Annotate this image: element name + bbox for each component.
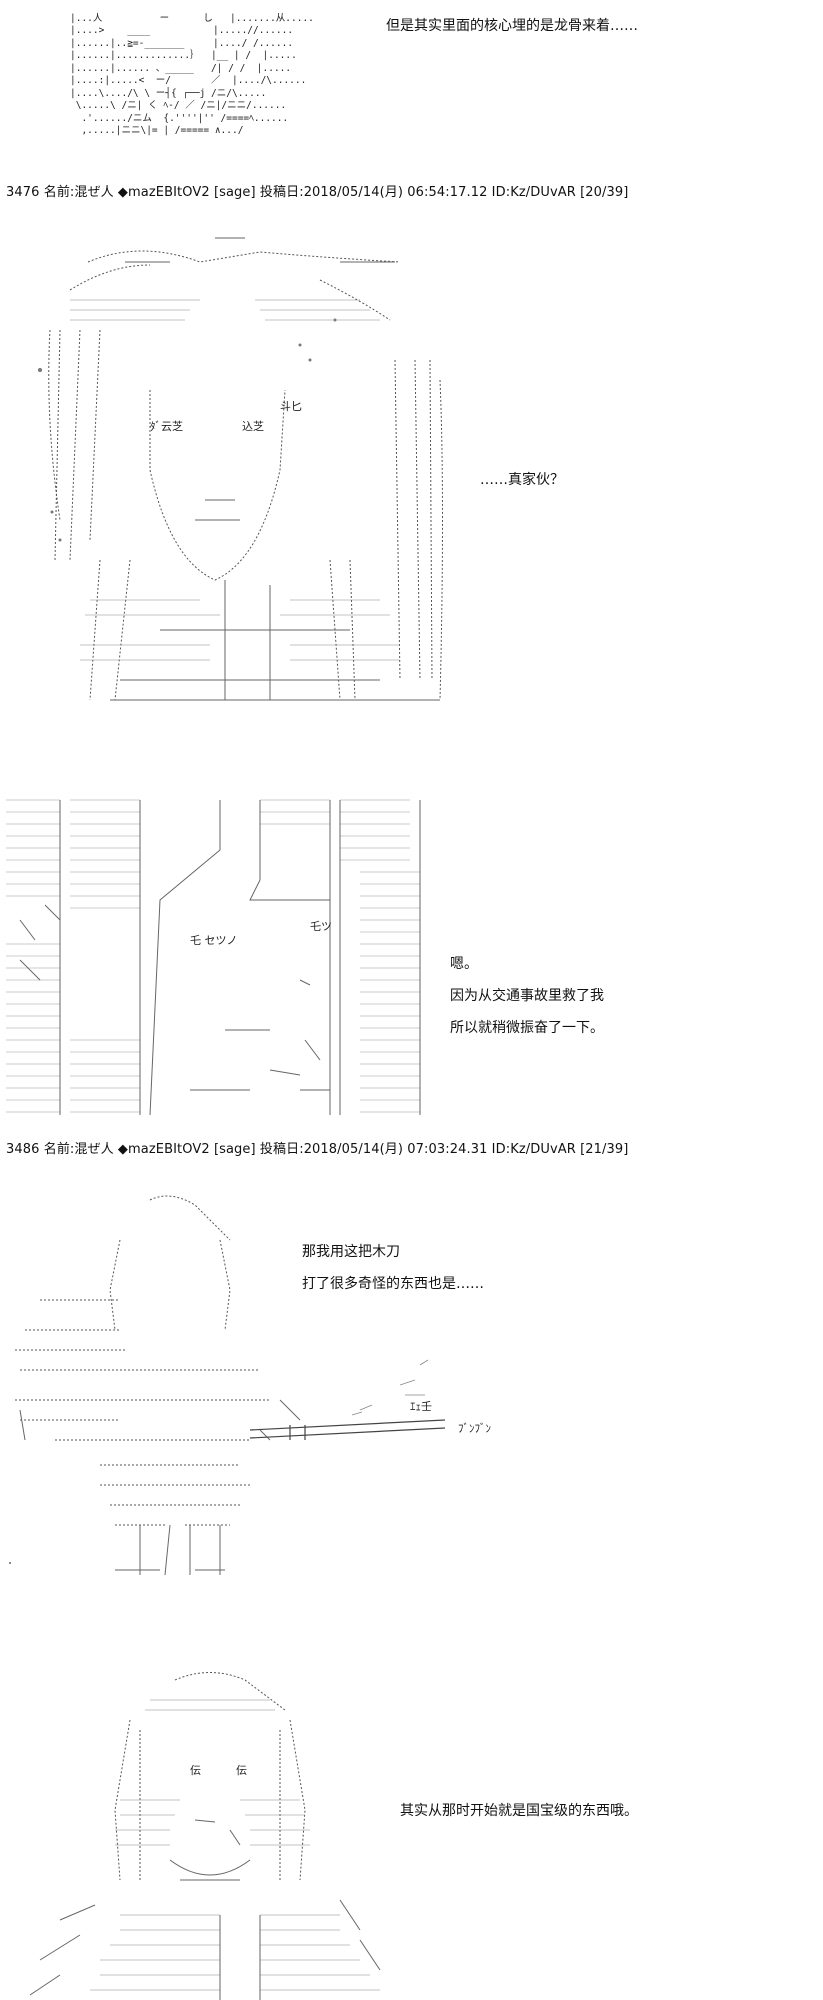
face-tag: ﾀﾞ云芝 xyxy=(150,420,183,433)
dialogue-box-panel-2: 嗯。 因为从交通事故里救了我 所以就稍微振奋了一下。 xyxy=(450,948,604,1044)
dialogue-line: 因为从交通事故里救了我 xyxy=(450,988,604,1004)
sword-sfx: ﾌﾞﾝﾌﾞﾝ xyxy=(458,1422,491,1435)
ascii-art-panel-0: |...人 ー し |.......从..... |....> ____ |..… xyxy=(70,12,314,137)
face-tag: 斗匕 xyxy=(280,400,302,413)
face-tag: 込芝 xyxy=(242,420,264,433)
dialogue-line: 嗯。 xyxy=(450,956,478,972)
dialogue-line: 但是其实里面的核心埋的是龙骨来着…… xyxy=(386,18,638,34)
dialogue-line: 其实从那时开始就是国宝级的东西哦。 xyxy=(400,1803,638,1819)
face-tag: 伝 xyxy=(190,1764,201,1777)
dialogue-box-panel-0: 但是其实里面的核心埋的是龙骨来着…… xyxy=(386,10,638,42)
face-tag: 伝 xyxy=(236,1764,247,1777)
sword-sfx: ｴｪ壬 xyxy=(410,1400,432,1413)
dialogue-box-panel-3: 那我用这把木刀 打了很多奇怪的东西也是…… xyxy=(302,1236,484,1300)
dialogue-box-panel-1: ……真家伙？ xyxy=(480,464,564,496)
dialogue-line: 所以就稍微振奋了一下。 xyxy=(450,1020,604,1036)
dialogue-line: ……真家伙？ xyxy=(480,472,564,488)
dialogue-line: 那我用这把木刀 xyxy=(302,1244,400,1260)
post-header: 3486 名前:混ぜ人 ◆mazEBItOV2 [sage] 投稿日:2018/… xyxy=(6,1142,629,1157)
dialogue-box-panel-4: 其实从那时开始就是国宝级的东西哦。 xyxy=(400,1795,638,1827)
face-tag: 乇 セツノ xyxy=(190,934,238,947)
post-header: 3476 名前:混ぜ人 ◆mazEBItOV2 [sage] 投稿日:2018/… xyxy=(6,185,629,200)
dialogue-line: 打了很多奇怪的东西也是…… xyxy=(302,1276,484,1292)
face-tag: 乇ツ xyxy=(310,920,332,933)
